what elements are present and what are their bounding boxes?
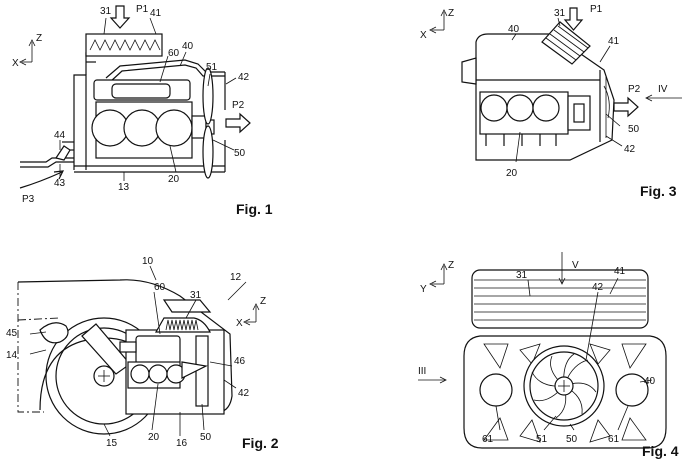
- fig1-arrow-p1-icon: [109, 5, 131, 29]
- fig4-label-61-left: 61: [482, 434, 494, 445]
- fig3-label-z: Z: [448, 8, 454, 19]
- fig1-label-42: 42: [238, 72, 250, 83]
- fig3-arrow-iv-icon: [645, 94, 682, 102]
- fig1-label-13: 13: [118, 182, 130, 193]
- fig2-label-46: 46: [234, 356, 246, 367]
- fig1-axis-icon: [19, 39, 36, 66]
- fig4-label-y: Y: [420, 284, 427, 295]
- fig4-label-61-right: 61: [608, 434, 620, 445]
- fig1-label-x: X: [12, 58, 19, 69]
- fig2-label-10: 10: [142, 256, 154, 267]
- fig2-label-15: 15: [106, 438, 118, 449]
- fig1-label-31: 31: [100, 6, 112, 17]
- fig3-axis-icon: [429, 9, 448, 34]
- fig4-arrow-iii-icon: [418, 376, 447, 384]
- fig3-label-50: 50: [628, 124, 640, 135]
- fig1-label-50: 50: [234, 148, 246, 159]
- fig1-housing: [20, 33, 226, 173]
- fig3-leaders: [511, 17, 623, 163]
- fig3-housing: [461, 21, 615, 161]
- fig3-caption: Fig. 3: [640, 183, 677, 199]
- fig4-label-31: 31: [516, 270, 528, 281]
- fig2-label-50: 50: [200, 432, 212, 443]
- fig1-label-40: 40: [182, 41, 194, 52]
- fig2-drive-unit: [119, 299, 225, 415]
- fig2-label-x: X: [236, 318, 243, 329]
- fig3-arrow-p2-icon: [613, 96, 639, 118]
- fig4-label-50: 50: [566, 434, 578, 445]
- fig4-label-42: 42: [592, 282, 604, 293]
- fig1-label-43: 43: [54, 178, 66, 189]
- fig4-leaders: [495, 277, 653, 431]
- fig2-leaders: [29, 265, 247, 437]
- fig3-engine: [479, 91, 591, 146]
- fig3-label-31: 31: [554, 8, 566, 19]
- fig2-label-20: 20: [148, 432, 160, 443]
- fig4-label-v: V: [572, 260, 579, 271]
- fig2-label-42: 42: [238, 388, 250, 399]
- fig1-label-20: 20: [168, 174, 180, 185]
- fig1-caption: Fig. 1: [236, 201, 273, 217]
- fig1-arrow-p3-icon: [19, 170, 65, 189]
- fig4-port-left-icon: [479, 373, 513, 407]
- fig2-label-z: Z: [260, 296, 266, 307]
- fig3-label-iv: IV: [658, 84, 668, 95]
- fig4-axis-icon: [429, 263, 448, 288]
- fig1-label-44: 44: [54, 130, 66, 141]
- fig1-label-60: 60: [168, 48, 180, 59]
- fig4-label-iii: III: [418, 366, 426, 377]
- fig4-label-z: Z: [448, 260, 454, 271]
- fig1-label-51: 51: [206, 62, 218, 73]
- fig2-label-14: 14: [6, 350, 18, 361]
- fig1-label-p2: P2: [232, 100, 245, 111]
- fig1-fan-icon: [202, 67, 214, 179]
- fig4-cooler-stack: [471, 269, 649, 329]
- figure-1: Z X: [12, 4, 273, 217]
- fig2-axis-icon: [243, 303, 260, 326]
- fig1-label-p3: P3: [22, 194, 35, 205]
- fig3-label-41: 41: [608, 36, 620, 47]
- figure-3: Z X: [420, 4, 682, 199]
- fig3-label-x: X: [420, 30, 427, 41]
- figure-4: Z Y: [418, 252, 679, 459]
- fig3-arrow-p1-icon: [563, 7, 584, 31]
- fig4-fan-icon: [523, 345, 605, 427]
- fig4-label-40: 40: [644, 376, 656, 387]
- fig2-caption: Fig. 2: [242, 435, 279, 451]
- fig2-label-60: 60: [154, 282, 166, 293]
- fig1-leaders: [59, 17, 237, 181]
- fig2-label-16: 16: [176, 438, 188, 449]
- fig2-label-31: 31: [190, 290, 202, 301]
- fig3-label-p2: P2: [628, 84, 641, 95]
- fig1-label-41: 41: [150, 8, 162, 19]
- fig4-label-41: 41: [614, 266, 626, 277]
- fig4-label-51: 51: [536, 434, 548, 445]
- fig1-arrow-p2-icon: [225, 112, 251, 134]
- fig4-caption: Fig. 4: [642, 443, 679, 459]
- fig1-engine: [91, 79, 215, 159]
- fig3-label-20: 20: [506, 168, 518, 179]
- fig4-arrow-v-icon: [558, 252, 566, 285]
- fig2-label-12: 12: [230, 272, 242, 283]
- fig2-label-45: 45: [6, 328, 18, 339]
- fig1-label-z: Z: [36, 33, 42, 44]
- fig3-label-p1: P1: [590, 4, 603, 15]
- fig3-label-40: 40: [508, 24, 520, 35]
- fig1-label-p1: P1: [136, 4, 149, 15]
- figure-2: 10 12 Z X 60 31 45 14 46 42 15 20 16 50 …: [6, 256, 279, 451]
- fig3-label-42: 42: [624, 144, 636, 155]
